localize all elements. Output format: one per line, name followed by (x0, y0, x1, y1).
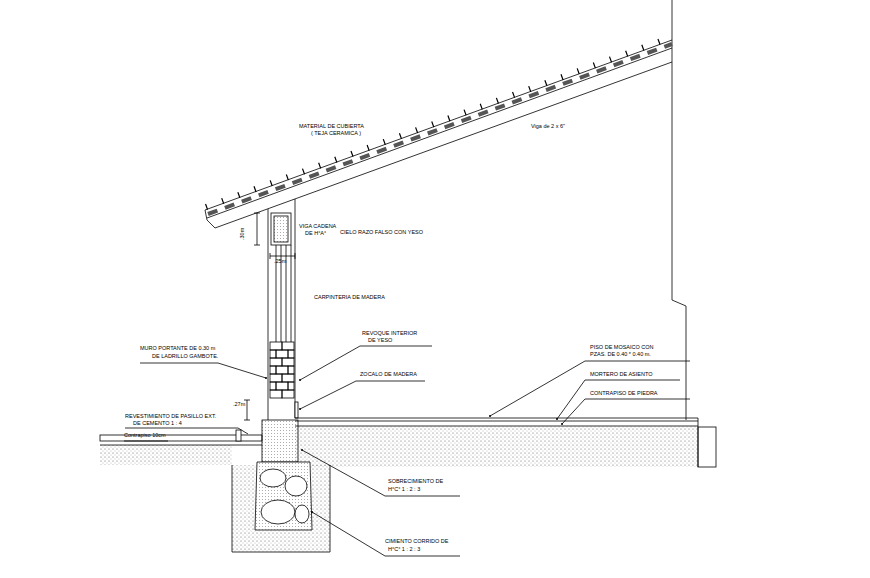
callout-label: PISO DE MOSAICO CON (590, 345, 654, 351)
callout-label: Viga de 2 x 6" (531, 124, 565, 130)
callout-label: .27m (233, 402, 245, 408)
callout-label: SOBRECIMIENTO DE (388, 479, 443, 485)
callout-label: PZAS. DE 0.40 * 0.40 m. (590, 352, 651, 358)
callout-label: MATERIAL DE CUBIERTA (299, 124, 364, 130)
callout-label: DE LADRILLO GAMBOTE. (152, 354, 218, 360)
callout-label: VIGA CADENA (299, 224, 336, 230)
callout-label: H°C° 1 : 2 : 3 (388, 547, 420, 553)
callout-label: DE H°A° (305, 231, 326, 237)
callout-label: CONTRAPISO DE PIEDRA (590, 391, 658, 397)
callout-label: MORTERO DE ASIENTO (590, 372, 652, 378)
callout-label: CIELO RAZO FALSO CON YESO (340, 230, 423, 236)
callout-label: CIMIENTO CORRIDO DE (385, 539, 448, 545)
callout-label: REVOQUE INTERIOR (362, 331, 417, 337)
callout-label: Contrapiso 10cm (124, 433, 166, 439)
callout-label: .30m (240, 228, 246, 240)
callout-label: H°C° 1 : 2 : 3 (388, 487, 420, 493)
callout-label: ( TEJA CERAMICA ) (311, 131, 361, 137)
callout-label: MURO PORTANTE DE 0.30 m (140, 346, 215, 352)
callout-label: REVESTIMIENTO DE PASILLO EXT. (125, 414, 216, 420)
callout-label: DE CEMENTO 1 : 4 (133, 421, 182, 427)
callout-label: ZOCALO DE MADERA (360, 372, 417, 378)
callout-label: DE YESO (368, 338, 392, 344)
callout-label: CARPINTERIA DE MADERA (314, 295, 385, 301)
callout-label: .25m (274, 259, 286, 265)
